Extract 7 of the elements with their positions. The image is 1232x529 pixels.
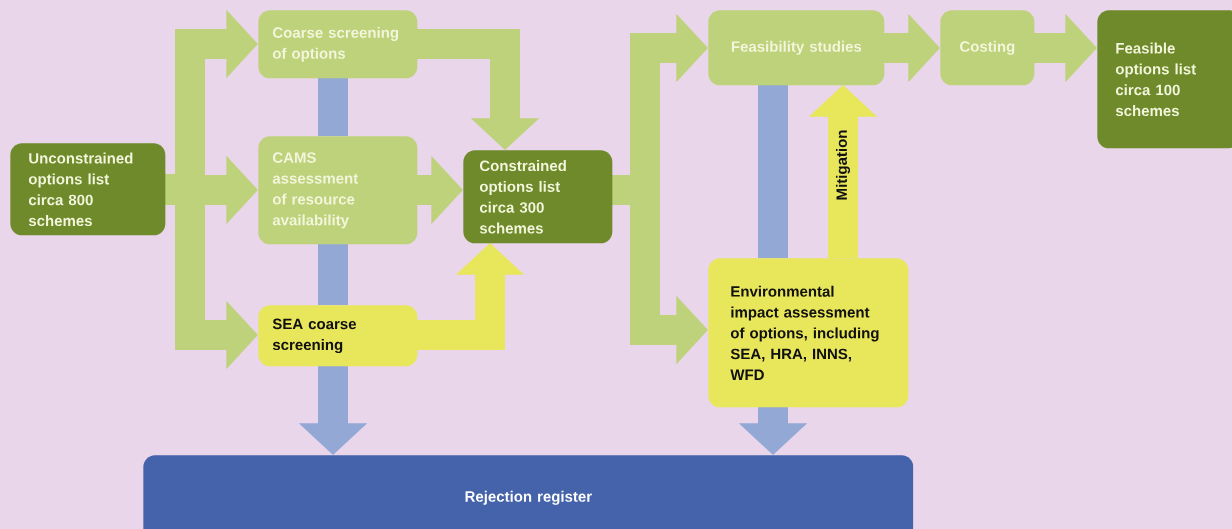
- process-box: Environmental impact assessment of options, including SEA, HRA, INNS, WFD: [708, 258, 909, 408]
- process-box: SEA coarse screening: [258, 305, 418, 367]
- list-box: Constrained options list circa 300 schemes: [463, 150, 613, 244]
- list-box: Feasible options list circa 100 schemes: [1097, 10, 1232, 149]
- list-box: Unconstrained options list circa 800 schemes: [10, 143, 166, 236]
- register-bar: Rejection register: [143, 455, 914, 529]
- edge-label: Mitigation: [834, 127, 852, 203]
